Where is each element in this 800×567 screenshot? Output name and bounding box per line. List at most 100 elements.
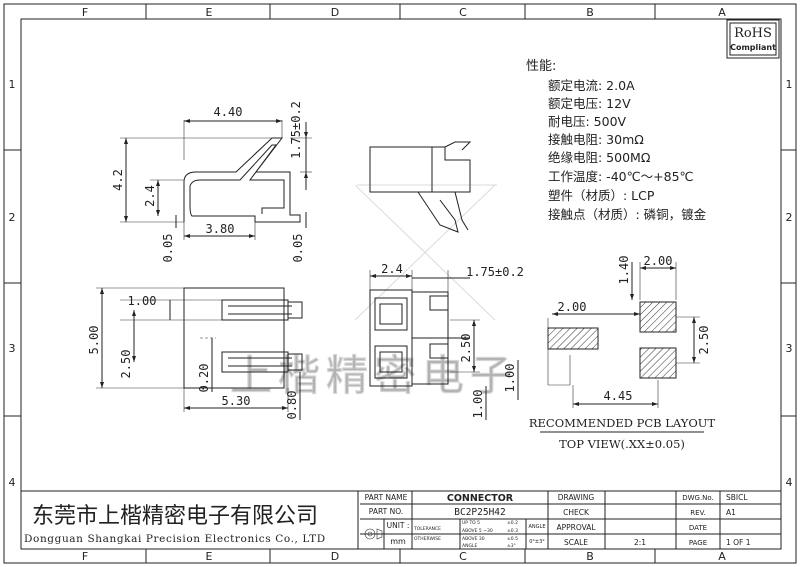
tolerance-label: TOLERANCE — [413, 526, 441, 532]
unit-value: mm — [390, 537, 406, 546]
col-label: C — [459, 6, 467, 19]
projection-symbol-icon — [364, 528, 383, 540]
scale-label: SCALE — [564, 538, 588, 547]
dim-pcb-pitch: 2.50 — [697, 326, 711, 355]
dim-bottom-pitch: 1.00 — [128, 294, 157, 308]
row-label: 4 — [786, 476, 793, 489]
spec-item: 接触点（材质）: 磷铜，镀金 — [548, 207, 707, 222]
rohs-badge: RoHS Compliant — [726, 19, 780, 59]
dwg-value: SBICL — [726, 493, 748, 502]
company-name-cn: 东莞市上楷精密电子有限公司 — [32, 504, 318, 529]
col-label: B — [586, 6, 594, 19]
tol-value: ±3° — [507, 543, 516, 549]
dim-bottom-tail: 0.80 — [285, 391, 299, 420]
approval-label: APPROVAL — [556, 523, 596, 532]
page-value: 1 OF 1 — [726, 538, 751, 547]
side-view: 4.40 1.75±0.2 4.2 2.4 3.80 0.05 0.05 — [111, 101, 312, 262]
rev-value: A1 — [726, 508, 736, 517]
spec-item: 额定电流: 2.0A — [548, 78, 635, 93]
dwg-label: DWG.No. — [682, 494, 714, 502]
spec-list: 性能: 额定电流: 2.0A 额定电压: 12V 耐电压: 500V 接触电阻:… — [526, 59, 707, 222]
dim-pcb-top: 2.00 — [644, 254, 673, 268]
dim-pcb-left: 2.00 — [558, 300, 587, 314]
dim-pcb-height: 1.40 — [617, 256, 631, 285]
dim-bottom-total: 5.00 — [87, 326, 101, 355]
dim-front-lower: 1.00 — [503, 364, 517, 393]
col-label: F — [82, 550, 88, 563]
dim-side-height: 4.2 — [111, 169, 125, 191]
col-label: E — [206, 6, 213, 19]
dim-front-foot: 1.00 — [471, 390, 485, 419]
outer-frame — [3, 3, 797, 564]
spec-heading: 性能: — [526, 59, 556, 74]
pcb-layout: 2.00 1.40 2.00 2.50 4.45 RECOMMENDED PCB… — [529, 254, 716, 451]
angle-label: ANGLE — [529, 524, 546, 530]
unit-label: UNIT : — [387, 521, 410, 530]
title-block: 东莞市上楷精密电子有限公司 Dongguan Shangkai Precisio… — [21, 490, 781, 549]
dim-side-left-thk: 0.05 — [161, 234, 175, 263]
row-label: 3 — [9, 342, 16, 355]
rohs-compliant-text: Compliant — [730, 43, 776, 52]
dim-side-top-height: 1.75±0.2 — [289, 101, 303, 159]
pcb-caption-title: RECOMMENDED PCB LAYOUT — [529, 416, 716, 430]
row-label: 2 — [786, 211, 793, 224]
page-label: PAGE — [689, 539, 707, 547]
dim-bottom-pin: 2.50 — [119, 350, 133, 379]
spec-item: 接触电阻: 30mΩ — [548, 132, 644, 147]
tol-value: ±0.5 — [507, 536, 518, 542]
col-label: A — [718, 550, 726, 563]
tol-range: ANGLE — [462, 543, 477, 549]
spec-item: 耐电压: 500V — [548, 114, 627, 129]
grid-ticks — [4, 4, 796, 563]
pcb-caption-subtitle: TOP VIEW(.XX±0.05) — [559, 437, 685, 451]
col-label: D — [331, 550, 339, 563]
dim-side-right-thk: 0.05 — [291, 234, 305, 263]
check-label: CHECK — [563, 508, 590, 517]
row-label: 3 — [786, 342, 793, 355]
dim-side-top-width: 4.40 — [214, 105, 243, 119]
dim-pcb-span: 4.45 — [604, 389, 633, 403]
date-label: DATE — [689, 524, 707, 532]
dim-front-height: 1.75±0.2 — [466, 265, 524, 279]
col-label: C — [459, 550, 467, 563]
col-label: B — [586, 550, 594, 563]
iso-view — [369, 141, 472, 233]
dim-front-width: 2.4 — [381, 262, 403, 276]
row-label: 2 — [9, 211, 16, 224]
watermark: 上楷精密电子 — [229, 184, 518, 401]
row-label: 4 — [9, 476, 16, 489]
bottom-view: 1.00 5.00 2.50 0.20 5.30 0.80 — [87, 287, 303, 420]
inner-frame — [20, 18, 782, 550]
dim-front-pitch: 2.50 — [459, 334, 473, 363]
spec-item: 塑件（材质）: LCP — [548, 188, 655, 203]
company-name-en: Dongguan Shangkai Precision Electronics … — [24, 533, 326, 545]
row-label: 1 — [9, 78, 16, 91]
angle-value: 0°±3° — [529, 539, 545, 545]
dim-bottom-width: 5.30 — [222, 394, 251, 408]
col-label: E — [206, 550, 213, 563]
tol-range: ABOVE 5 ~30 — [462, 528, 493, 534]
rev-label: REV. — [690, 509, 705, 517]
spec-item: 工作温度: -40℃～+85℃ — [548, 169, 694, 184]
dim-bottom-gap: 0.20 — [197, 364, 211, 393]
tol-value: ±0.2 — [507, 520, 518, 526]
spec-item: 绝缘电阻: 500MΩ — [548, 150, 651, 165]
otherwise-label: OTHERWISE — [414, 536, 441, 542]
spec-item: 额定电压: 12V — [548, 96, 631, 111]
watermark-text: 上楷精密电子 — [230, 351, 518, 400]
tol-value: ±0.3 — [507, 528, 518, 534]
part-no-label: PART NO. — [369, 507, 403, 516]
part-name-value: CONNECTOR — [447, 493, 514, 504]
front-view: 2.4 1.75±0.2 2.50 1.00 1.00 — [369, 262, 524, 420]
part-no-value: BC2P25H42 — [454, 507, 505, 518]
col-label: A — [718, 6, 726, 19]
rohs-text: RoHS — [734, 26, 772, 41]
dim-side-inner-height: 2.4 — [143, 185, 157, 207]
part-name-label: PART NAME — [365, 493, 408, 502]
dim-side-base-width: 3.80 — [206, 222, 235, 236]
tol-range: ABOVE 30 — [462, 536, 485, 542]
drawing-label: DRAWING — [558, 493, 595, 502]
col-label: D — [331, 6, 339, 19]
row-label: 1 — [786, 78, 793, 91]
